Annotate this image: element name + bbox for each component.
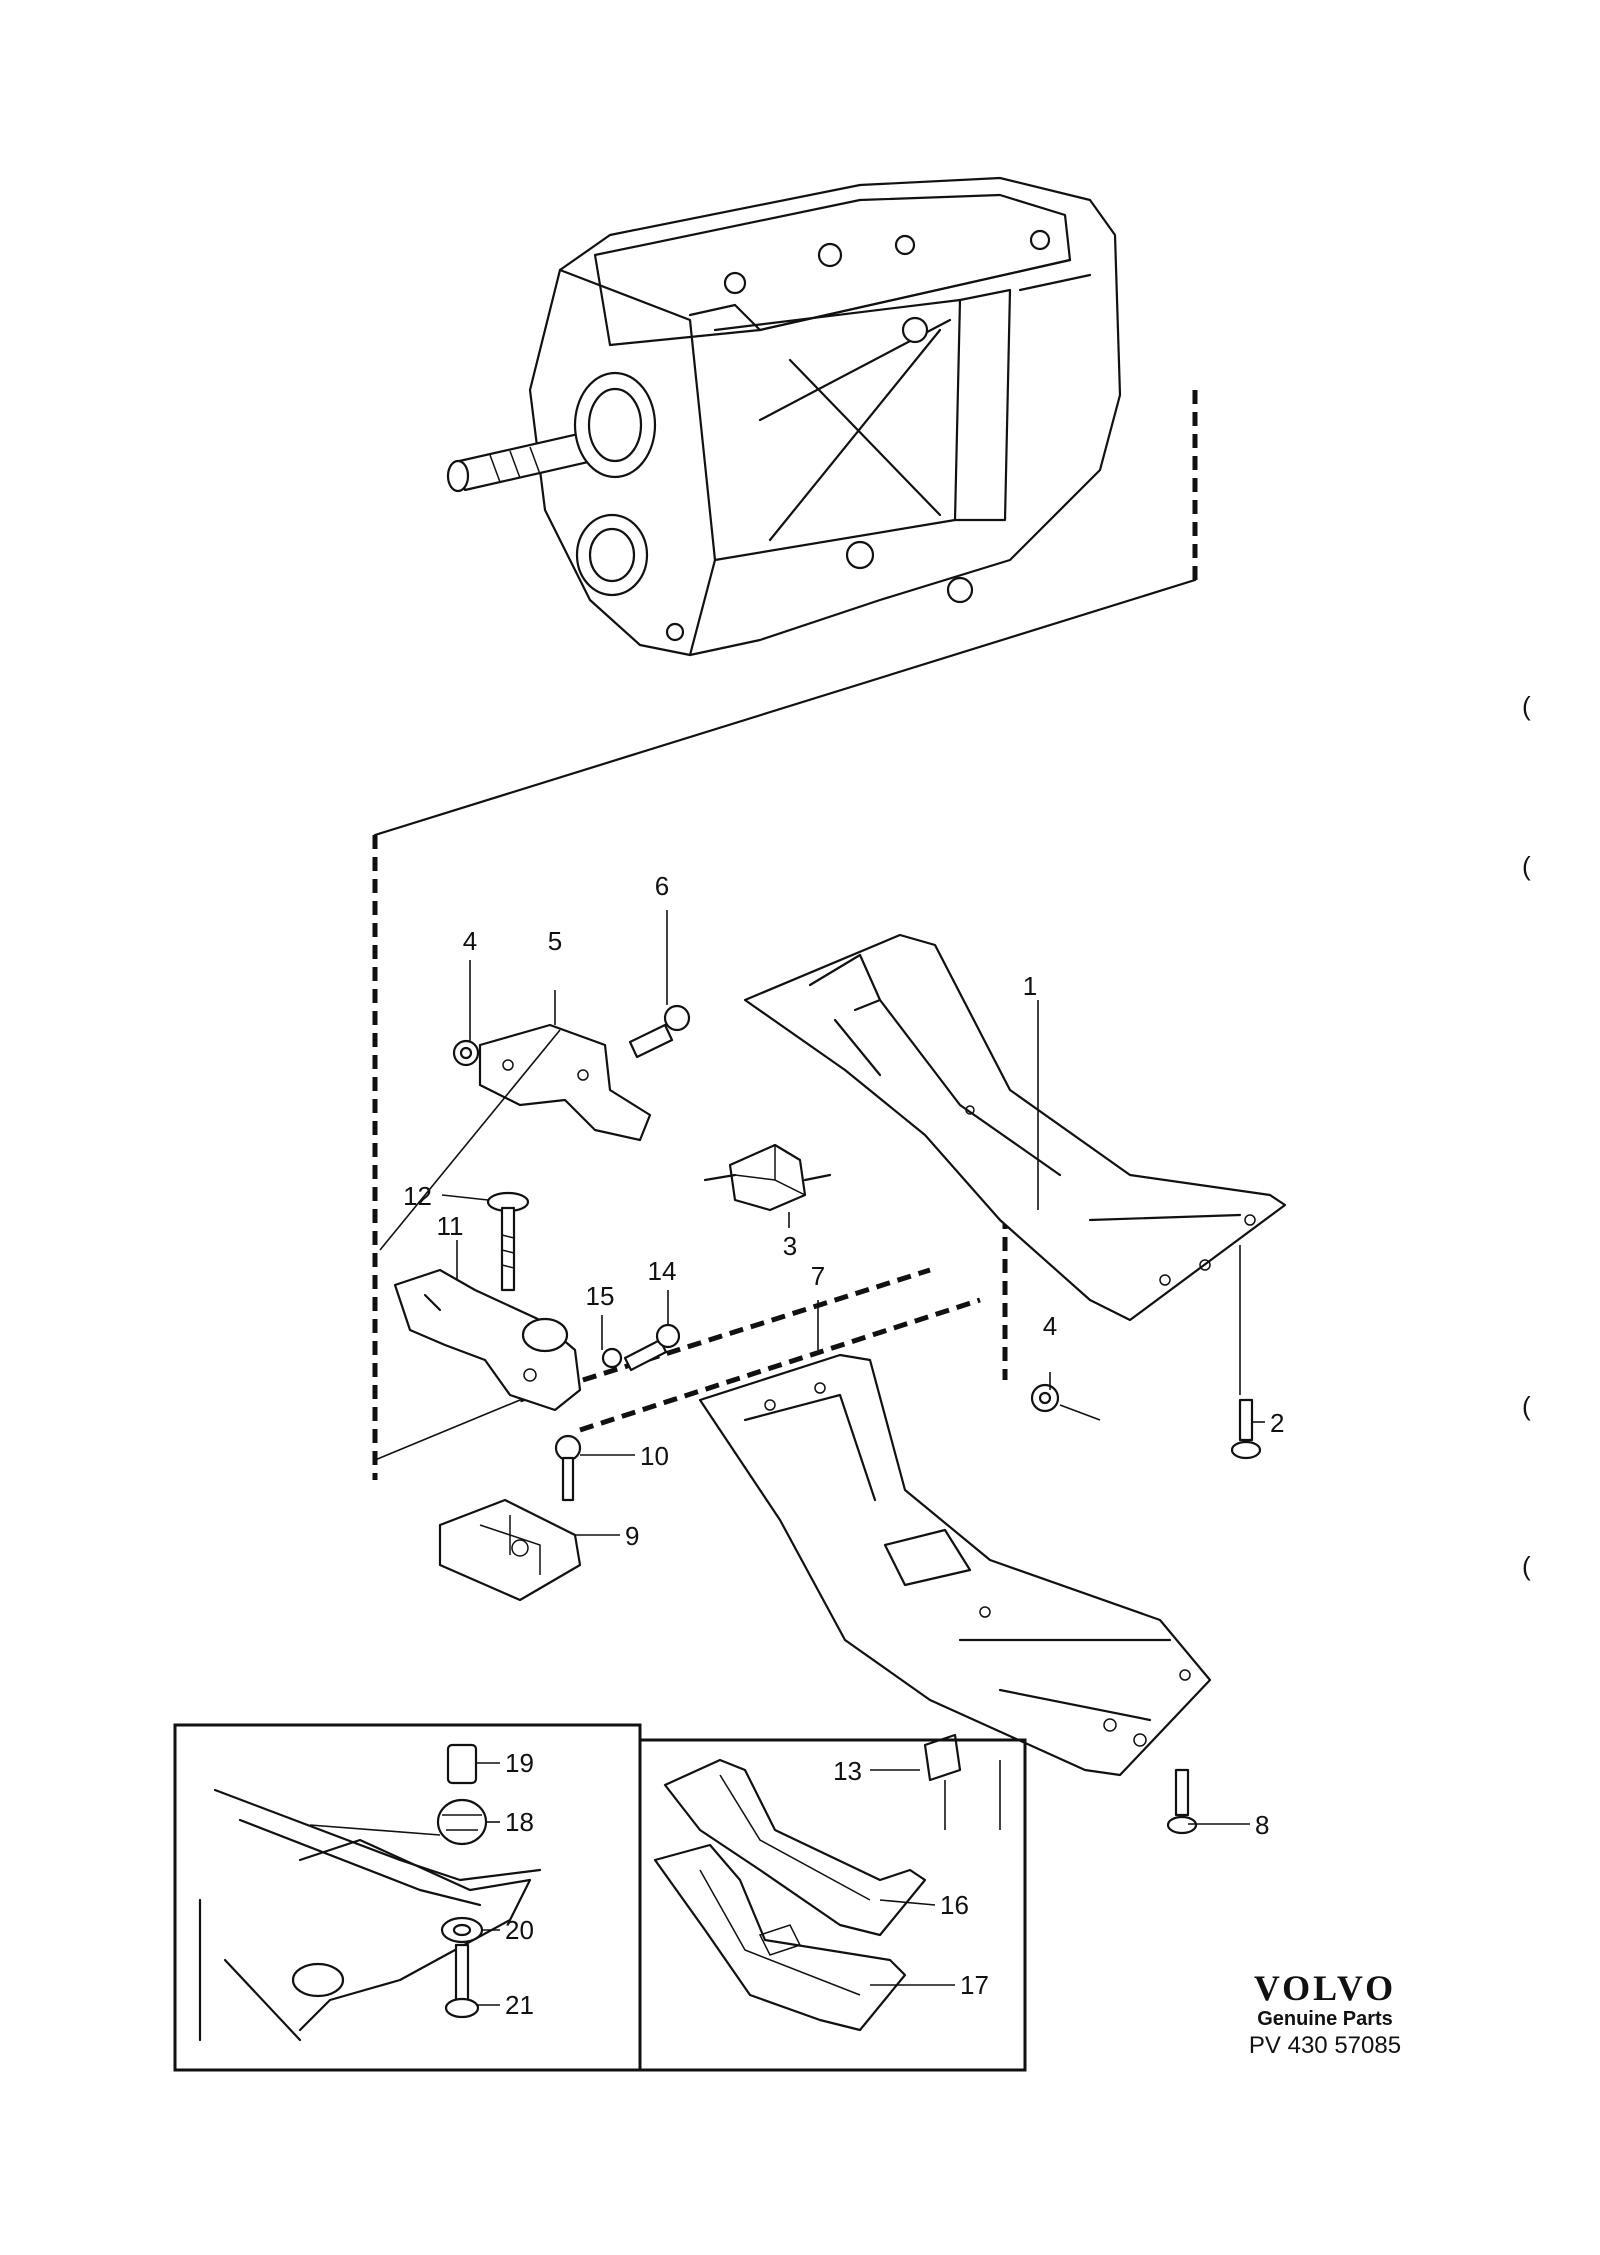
callout-12: 12 bbox=[403, 1181, 432, 1211]
gearbox-illustration bbox=[446, 176, 1122, 657]
callout-7: 7 bbox=[811, 1261, 825, 1291]
callout-13: 13 bbox=[833, 1756, 862, 1786]
inset-right-illustration bbox=[653, 1758, 955, 2032]
volvo-logo: VOLVO bbox=[1254, 1968, 1396, 2008]
edge-mark: ( bbox=[1522, 1391, 1531, 1421]
inset-frames bbox=[173, 1723, 1027, 2072]
callout-17: 17 bbox=[960, 1970, 989, 2000]
callout-4-upper: 4 bbox=[463, 926, 477, 956]
callout-20: 20 bbox=[505, 1915, 534, 1945]
phantom-lines bbox=[372, 390, 1198, 1480]
callout-8: 8 bbox=[1255, 1810, 1269, 1840]
callout-14: 14 bbox=[648, 1256, 677, 1286]
small-parts bbox=[393, 1004, 1262, 1835]
lower-crossmember bbox=[698, 1353, 1212, 1777]
edge-mark: ( bbox=[1522, 1551, 1531, 1581]
inset-left-illustration bbox=[198, 1743, 542, 2042]
callout-1: 1 bbox=[1023, 971, 1037, 1001]
callout-21: 21 bbox=[505, 1990, 534, 2020]
brand-block: VOLVO Genuine Parts PV 430 57085 bbox=[1249, 1968, 1401, 2059]
edge-mark: ( bbox=[1522, 851, 1531, 881]
callout-4-lower: 4 bbox=[1043, 1311, 1057, 1341]
diagram-code: PV 430 57085 bbox=[1249, 2032, 1401, 2059]
callout-16: 16 bbox=[940, 1890, 969, 1920]
brand-subtitle: Genuine Parts bbox=[1257, 2008, 1393, 2030]
callout-3: 3 bbox=[783, 1231, 797, 1261]
edge-mark: ( bbox=[1522, 691, 1531, 721]
callout-15: 15 bbox=[586, 1281, 615, 1311]
callout-19: 19 bbox=[505, 1748, 534, 1778]
edge-marks: ( ( ( ( bbox=[1522, 691, 1531, 1581]
callout-18: 18 bbox=[505, 1807, 534, 1837]
upper-crossmember bbox=[743, 933, 1287, 1322]
callout-labels: 1 2 3 4 4 5 6 7 8 9 10 11 12 13 14 15 16… bbox=[403, 871, 1284, 2020]
callout-9: 9 bbox=[625, 1521, 639, 1551]
leader-lines bbox=[374, 910, 1265, 1830]
callout-6: 6 bbox=[655, 871, 669, 901]
callout-10: 10 bbox=[640, 1441, 669, 1471]
callout-5: 5 bbox=[548, 926, 562, 956]
callout-2: 2 bbox=[1270, 1408, 1284, 1438]
callout-11: 11 bbox=[437, 1211, 464, 1241]
